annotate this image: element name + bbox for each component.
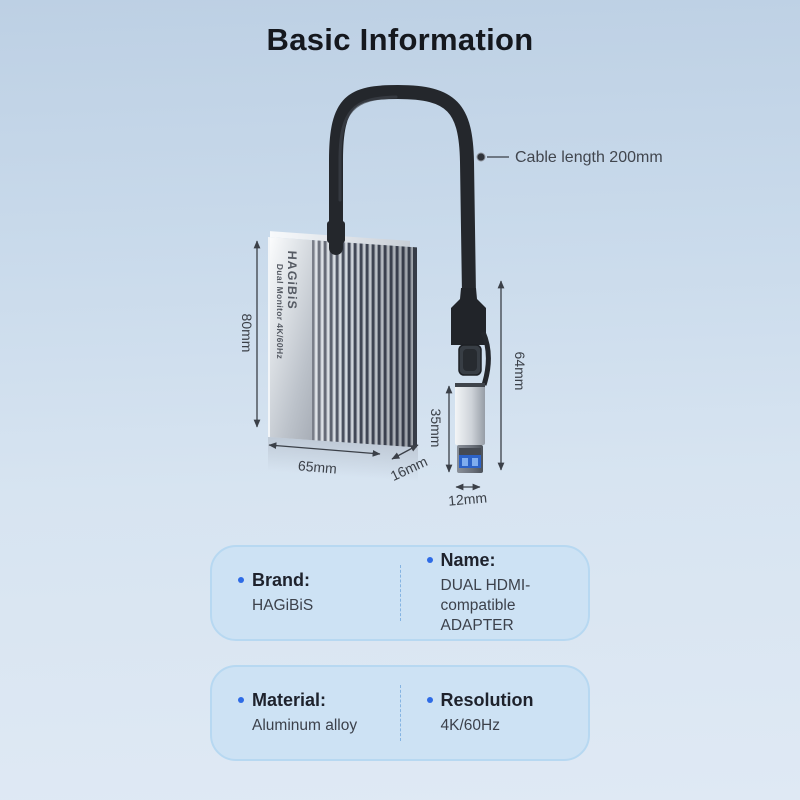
info-cell-resolution: Resolution 4K/60Hz bbox=[401, 690, 589, 736]
cable-length-label: Cable length 200mm bbox=[515, 149, 663, 166]
usb-a-contact-left bbox=[462, 458, 468, 466]
info-value-name: DUAL HDMI-compatible ADAPTER bbox=[440, 576, 531, 635]
dim-label-64mm: 64mm bbox=[512, 352, 528, 391]
info-value-material: Aluminum alloy bbox=[252, 716, 358, 734]
info-value-brand: HAGiBiS bbox=[252, 596, 314, 614]
dim-label-65mm: 65mm bbox=[297, 457, 337, 476]
bullet-icon bbox=[426, 557, 433, 564]
info-label-row: Brand: bbox=[238, 570, 400, 591]
tether-strap bbox=[480, 330, 491, 386]
usb-a-body bbox=[455, 383, 485, 445]
info-label-row: Name: bbox=[426, 549, 589, 571]
page-title: Basic Information bbox=[266, 22, 534, 57]
dim-label-12mm: 12mm bbox=[447, 489, 487, 508]
dim-label-80mm: 80mm bbox=[239, 314, 255, 353]
card-divider bbox=[399, 565, 401, 621]
usb-cable bbox=[329, 84, 476, 302]
info-label-name: Name: bbox=[440, 549, 496, 570]
bullet-icon bbox=[238, 697, 244, 704]
card-divider bbox=[399, 685, 401, 741]
info-card-row-2: Material: Aluminum alloy Resolution 4K/6… bbox=[210, 665, 590, 761]
usb-a-contact-right bbox=[472, 458, 478, 466]
info-label-row: Material: bbox=[238, 690, 400, 711]
info-label-material: Material: bbox=[252, 689, 327, 710]
usb-c-housing bbox=[451, 288, 486, 345]
info-cell-name: Name: DUAL HDMI-compatible ADAPTER bbox=[401, 550, 589, 636]
info-card-row-1: Brand: HAGiBiS Name: DUAL HDMI-compatibl… bbox=[210, 545, 590, 641]
cable-highlight bbox=[338, 95, 398, 202]
dim-line-65mm bbox=[268, 442, 381, 457]
annotation-dot bbox=[476, 152, 486, 162]
info-label-brand: Brand: bbox=[252, 569, 310, 590]
usb-a-plug-shadow bbox=[459, 448, 481, 455]
cable-strain-relief bbox=[327, 221, 345, 243]
dim-line-16mm bbox=[391, 444, 419, 460]
dim-label-35mm: 35mm bbox=[428, 409, 444, 448]
info-label-row: Resolution bbox=[426, 689, 589, 711]
info-cards: Brand: HAGiBiS Name: DUAL HDMI-compatibl… bbox=[210, 545, 590, 785]
bullet-icon bbox=[426, 697, 433, 704]
info-cell-brand: Brand: HAGiBiS bbox=[212, 570, 400, 616]
info-label-resolution: Resolution bbox=[440, 689, 534, 710]
info-cell-material: Material: Aluminum alloy bbox=[212, 690, 400, 736]
info-value-resolution: 4K/60Hz bbox=[440, 716, 500, 734]
bullet-icon bbox=[238, 577, 244, 584]
usb-a-top-cap bbox=[455, 383, 485, 387]
usb-c-plug-face bbox=[463, 349, 477, 371]
